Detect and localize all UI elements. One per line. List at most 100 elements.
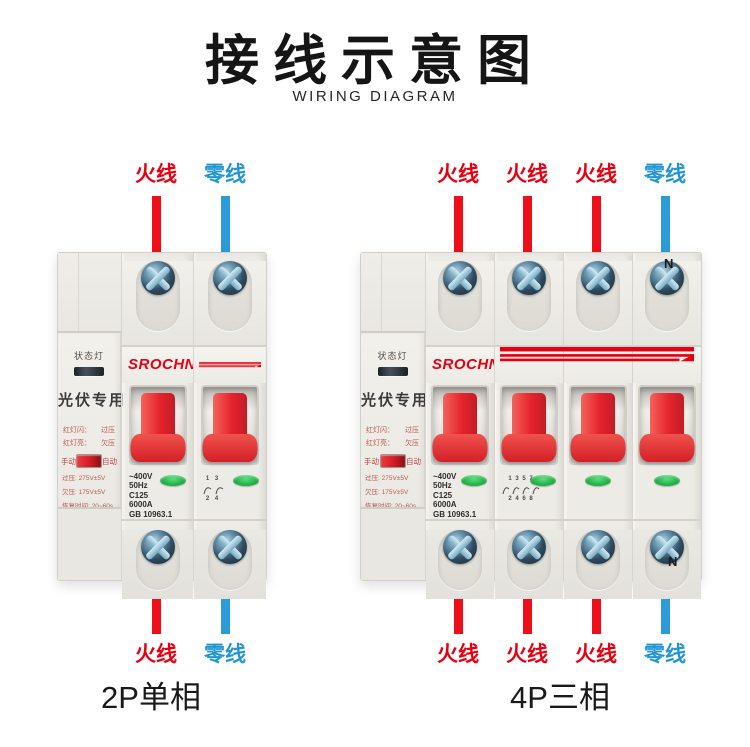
wire-label-live: 火线 (135, 163, 177, 186)
caption-4p: 4P三相 (510, 680, 610, 715)
product-label: 光伏专用 (361, 392, 430, 409)
switch-zone (633, 383, 701, 469)
status-module: 状态灯 光伏专用 红灯闪： 过压 红灯亮： 欠压 手动 自动 过压: 275V±… (58, 253, 124, 580)
breaker-pole: 1 3 5 7 2 4 6 8 (494, 253, 563, 599)
terminal-screw-icon (581, 261, 615, 295)
breaker-pole: SROCHN® ~400V 50Hz C125 6000A GB 10963.1 (425, 253, 505, 599)
wire-label-neutral: 零线 (204, 643, 246, 666)
spec-zone: 1 3 2 4 (194, 469, 266, 521)
terminal-bottom (564, 530, 632, 599)
green-indicator (233, 475, 259, 486)
wire-label-live: 火线 (437, 643, 479, 666)
recovery-spec: 恢复时间: 20~60s (58, 500, 120, 510)
spec-zone: ~400V 50Hz C125 6000A GB 10963.1 (122, 469, 193, 521)
brand-name: SROCHN (128, 356, 197, 373)
live-wire (454, 579, 463, 634)
switch-recess (500, 385, 558, 465)
status-module: 状态灯 光伏专用 红灯闪： 过压 红灯亮： 欠压 手动 自动 过压: 275V±… (361, 253, 430, 580)
spec-curve: C125 (129, 490, 149, 500)
manual-auto-row: 手动 自动 (361, 454, 424, 468)
live-wire (592, 579, 601, 634)
switch-handle-bar (570, 434, 626, 462)
breaker-2p: 状态灯 光伏专用 红灯闪： 过压 红灯亮： 欠压 手动 自动 过压: 275V±… (57, 252, 267, 599)
spec-voltage: ~400V (433, 472, 457, 481)
terminal-bottom (633, 530, 701, 599)
overvoltage-spec: 过压: 275V±5V (365, 475, 409, 482)
wire-label-neutral: 零线 (644, 163, 686, 186)
green-indicator (530, 475, 556, 486)
wire-label-neutral: 零线 (204, 163, 246, 186)
spec-breaking: 6000A (433, 500, 457, 510)
wire-label-live: 火线 (575, 643, 617, 666)
spec-standard: GB 10963.1 (129, 509, 173, 519)
page-title: 接线示意图 (205, 31, 545, 91)
switch-zone (426, 383, 494, 469)
brand-band (564, 347, 632, 383)
live-wire (523, 579, 532, 634)
terminal-recess (576, 530, 620, 590)
breaker-pole (632, 253, 701, 599)
terminal-recess (135, 261, 180, 331)
terminal-screw-icon (650, 261, 684, 295)
live-wire (152, 579, 161, 634)
brand-band (633, 347, 701, 383)
undervoltage-spec: 欠压: 175V±5V (62, 489, 106, 496)
switch-handle-stem (443, 393, 477, 441)
terminal-recess (438, 261, 482, 331)
brand-stripes-icon (500, 347, 694, 362)
neutral-wire (661, 196, 670, 253)
green-indicator (585, 475, 611, 486)
terminal-bottom (194, 530, 266, 599)
module-bottom-slab (361, 507, 425, 580)
terminal-recess (208, 530, 252, 590)
terminal-recess (645, 261, 689, 331)
switch-handle-stem (650, 393, 684, 441)
switch-handle-bar (432, 434, 488, 462)
switch-handle-stem (213, 393, 247, 441)
red-on-value: 欠压 (405, 440, 419, 447)
spec-curve: C125 (433, 490, 453, 500)
schematic-top-terminals: 1 3 (205, 476, 221, 482)
terminal-top (426, 261, 494, 347)
switch-recess (201, 385, 259, 465)
brand-band: SROCHN® (122, 347, 201, 383)
circuit-schematic: 1 3 5 7 2 4 6 8 (501, 476, 541, 502)
schematic-contacts-icon (502, 487, 540, 495)
spec-frequency: 50Hz (433, 481, 452, 491)
switch-handle-bar (130, 434, 185, 462)
spec-zone (564, 469, 632, 521)
status-light-window (74, 367, 104, 376)
terminal-screw-icon (443, 530, 477, 564)
brand-band (194, 347, 266, 383)
spec-zone: ~400V 50Hz C125 6000A GB 10963.1 (426, 469, 494, 521)
spec-zone: 1 3 5 7 2 4 6 8 (495, 469, 563, 521)
wire-label-live: 火线 (575, 163, 617, 186)
manual-label: 手动 (61, 456, 76, 466)
terminal-top (194, 261, 266, 347)
auto-label: 自动 (406, 456, 421, 466)
red-on-label: 红灯亮： (366, 440, 394, 447)
status-light-label: 状态灯 (73, 351, 104, 361)
auto-label: 自动 (102, 456, 117, 466)
terminal-screw-icon (443, 261, 477, 295)
status-panel: 状态灯 光伏专用 红灯闪： 过压 红灯亮： 欠压 手动 自动 过压: 275V±… (361, 333, 430, 510)
page-subtitle: WIRING DIAGRAM (292, 88, 458, 105)
neutral-wire (221, 196, 230, 253)
manual-label: 手动 (364, 456, 379, 466)
module-seam (78, 253, 79, 331)
switch-zone (495, 383, 563, 469)
terminal-recess (135, 530, 180, 590)
brand-stripes-icon (199, 362, 261, 368)
spec-frequency: 50Hz (129, 481, 148, 491)
schematic-top-terminals: 1 3 5 7 (508, 476, 534, 482)
terminal-recess (576, 261, 620, 331)
brand-name: SROCHN (432, 356, 501, 373)
wire-label-live: 火线 (437, 163, 479, 186)
terminal-top (633, 261, 701, 347)
red-on-value: 欠压 (101, 440, 115, 447)
switch-zone (122, 383, 193, 469)
wire-label-live: 火线 (506, 643, 548, 666)
wire-label-live: 火线 (135, 643, 177, 666)
terminal-top (564, 261, 632, 347)
